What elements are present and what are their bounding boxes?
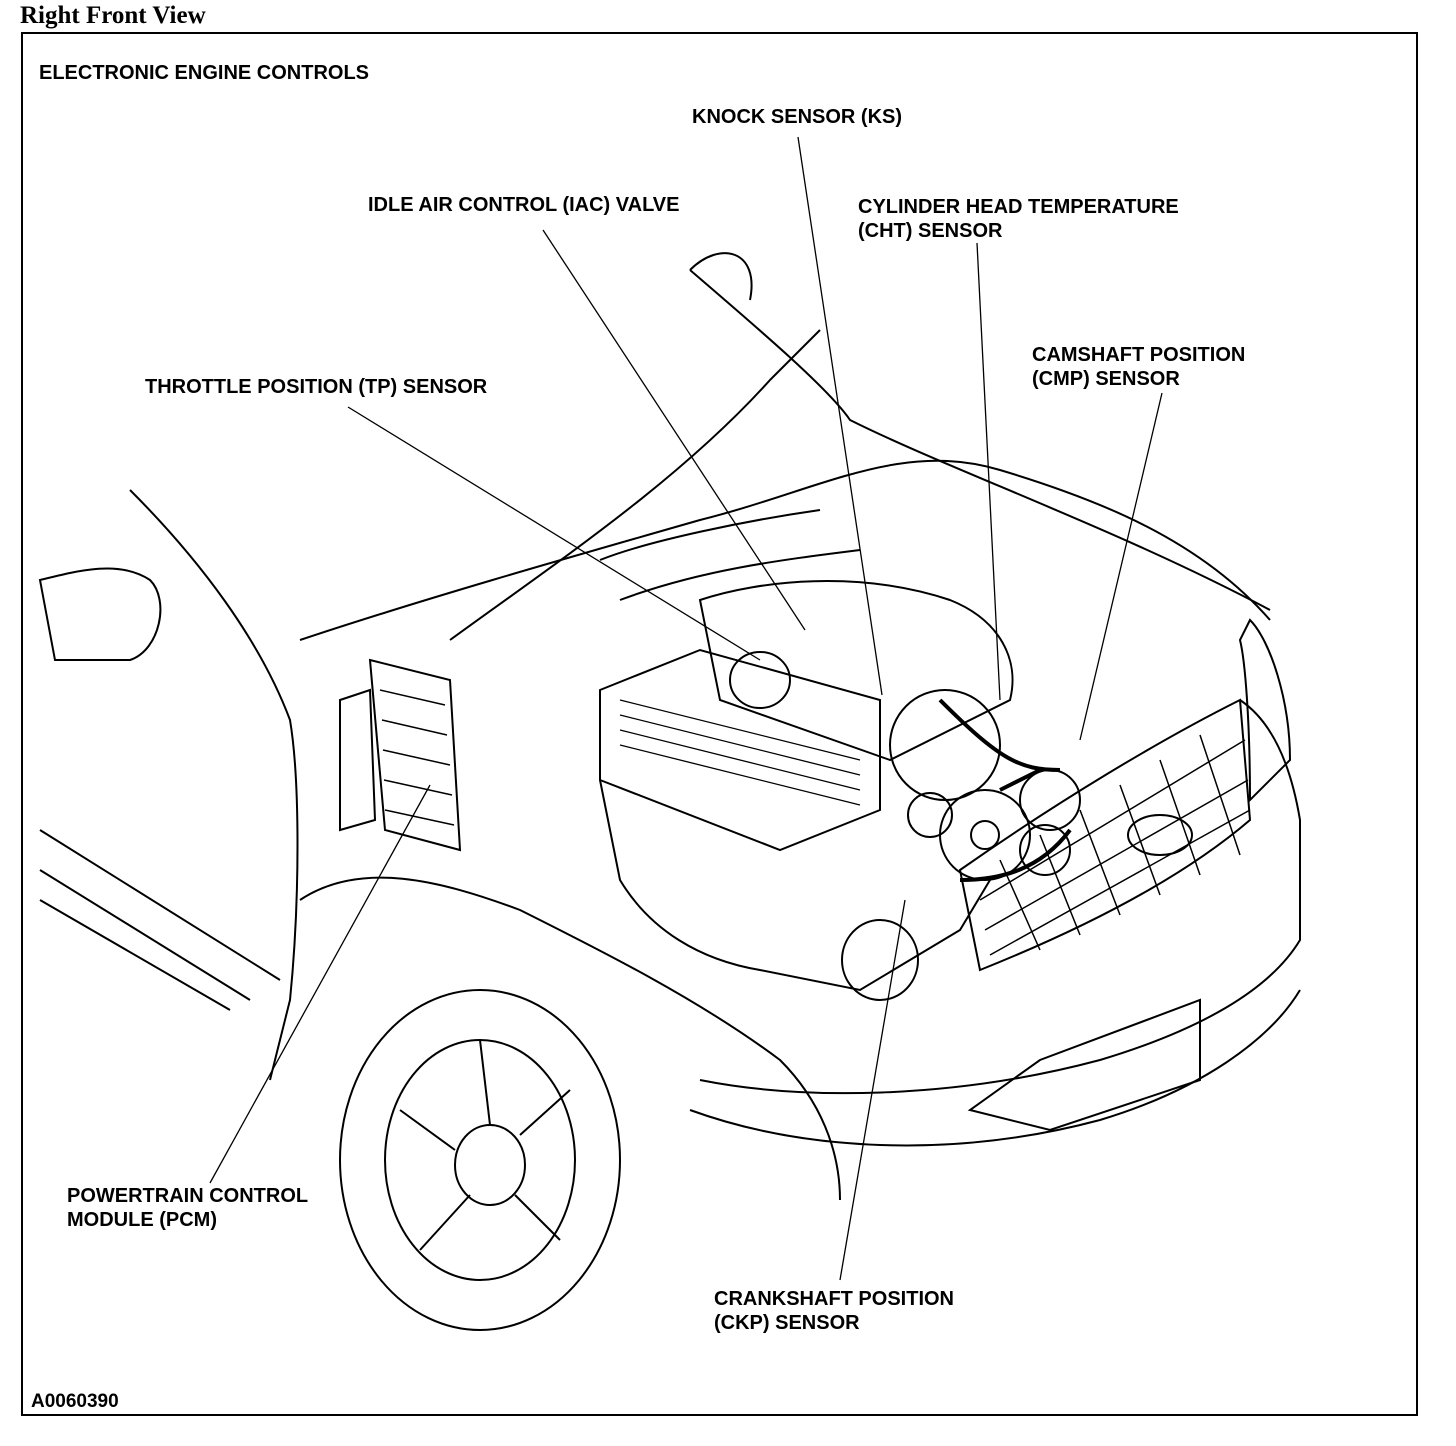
label-line: CYLINDER HEAD TEMPERATURE [858, 196, 1179, 218]
label-iac-valve: IDLE AIR CONTROL (IAC) VALVE [368, 193, 679, 217]
label-cmp-sensor: CAMSHAFT POSITION (CMP) SENSOR [1032, 343, 1245, 391]
bumper-vent [967, 998, 1201, 1132]
label-tp-sensor: THROTTLE POSITION (TP) SENSOR [145, 375, 487, 399]
label-line: (CMP) SENSOR [1032, 368, 1180, 390]
view-title: Right Front View [20, 2, 206, 29]
label-line: IDLE AIR CONTROL (IAC) VALVE [368, 194, 680, 216]
mirror [38, 567, 162, 661]
label-line: (CKP) SENSOR [714, 1312, 860, 1334]
windshield-wiper [449, 329, 821, 641]
fender-left [129, 489, 299, 1081]
label-line: KNOCK SENSOR (KS) [692, 106, 903, 128]
figure-id-text: A0060390 [31, 1391, 119, 1412]
tensioner-pulley [1019, 769, 1081, 831]
hood-inner-edge [689, 252, 753, 301]
leader-ks [797, 136, 883, 696]
leader-pcm [209, 784, 431, 1184]
front-bumper [699, 699, 1301, 1095]
door-line [39, 829, 281, 1011]
wheel-hub [454, 1124, 526, 1206]
label-cht-sensor: CYLINDER HEAD TEMPERATURE (CHT) SENSOR [858, 195, 1179, 243]
figure-id: A0060390 [31, 1390, 119, 1414]
label-knock-sensor: KNOCK SENSOR (KS) [692, 105, 902, 129]
bumper-lower [689, 989, 1301, 1147]
lower-engine [599, 779, 991, 992]
label-line: CAMSHAFT POSITION [1032, 344, 1246, 366]
fender-arch [299, 876, 841, 1201]
pcm-bracket [339, 688, 377, 832]
leader-tp [347, 406, 761, 661]
intake-manifold [698, 580, 1014, 762]
grille-mesh [979, 734, 1251, 956]
leader-ckp [839, 899, 906, 1281]
leader-cht [976, 242, 1001, 701]
pcm-fins [379, 689, 455, 826]
pcm-module [368, 658, 462, 852]
label-ckp-sensor: CRANKSHAFT POSITION (CKP) SENSOR [714, 1287, 954, 1335]
diagram-frame [21, 32, 1418, 1416]
ac-compressor [841, 919, 919, 1001]
front-wheel [339, 989, 621, 1331]
hood-rear-edge [689, 269, 1271, 611]
ps-pump-pulley [1019, 824, 1071, 876]
throttle-body [729, 651, 791, 709]
drive-belt [938, 698, 1072, 882]
diagram-title: ELECTRONIC ENGINE CONTROLS [39, 61, 369, 85]
wheel-rim [384, 1039, 576, 1281]
label-line: CRANKSHAFT POSITION [714, 1288, 954, 1310]
label-line: POWERTRAIN CONTROL [67, 1185, 309, 1207]
headlight [1238, 618, 1292, 803]
crank-pulley-hub [970, 820, 1000, 850]
label-line: (CHT) SENSOR [858, 220, 1003, 242]
diagram-title-text: ELECTRONIC ENGINE CONTROLS [39, 62, 370, 84]
leader-iac [542, 229, 806, 631]
leader-cmp [1079, 392, 1163, 741]
ford-emblem [1127, 814, 1193, 856]
label-line: MODULE (PCM) [67, 1209, 217, 1231]
hood-outline [299, 459, 1271, 641]
valve-cover-ribs [619, 699, 861, 806]
wheel-spokes [399, 1039, 571, 1251]
intake-tubes [599, 509, 861, 601]
grille [958, 698, 1252, 972]
water-pump [907, 792, 953, 838]
crank-pulley [939, 789, 1031, 881]
label-pcm: POWERTRAIN CONTROL MODULE (PCM) [67, 1184, 308, 1232]
label-line: THROTTLE POSITION (TP) SENSOR [145, 376, 488, 398]
